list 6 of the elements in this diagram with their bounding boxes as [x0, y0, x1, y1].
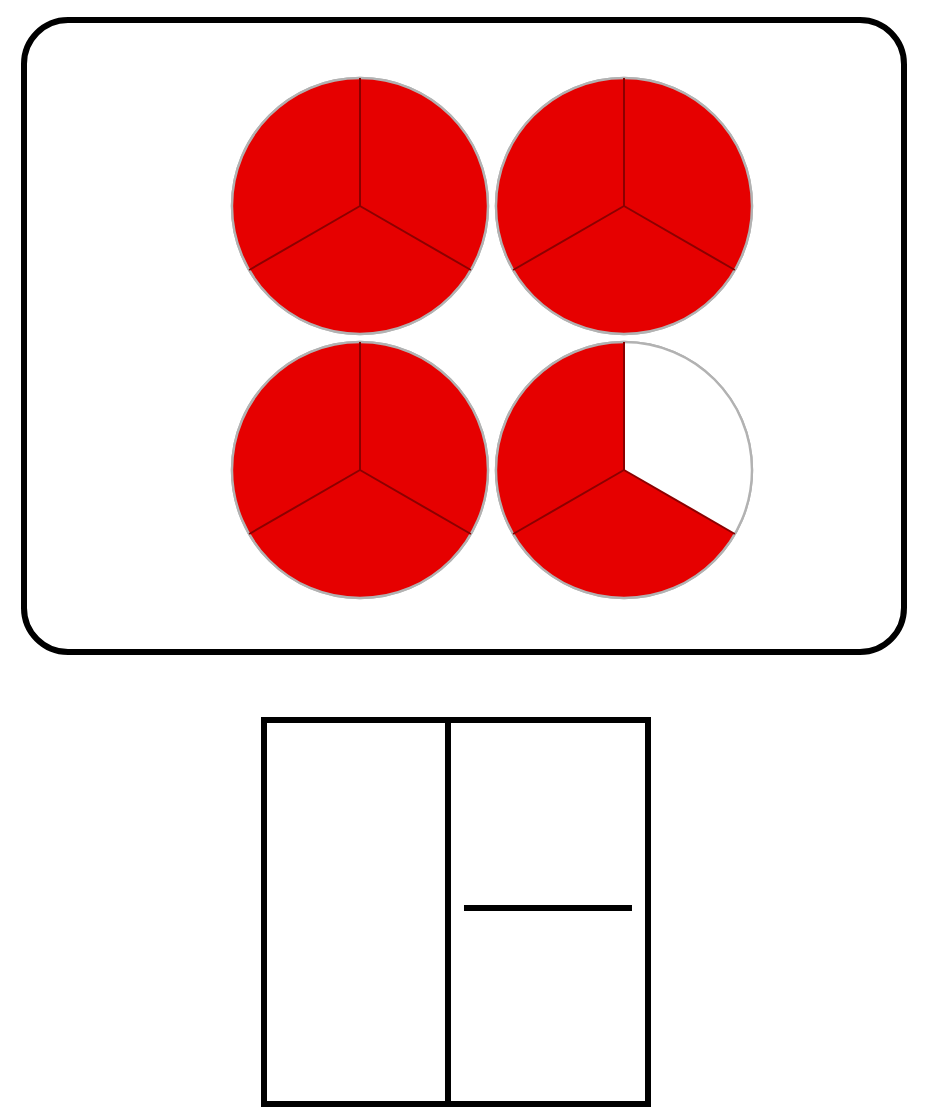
fraction-circle: [230, 340, 490, 600]
fraction-circle: [230, 76, 490, 336]
fraction-circle: [494, 76, 754, 336]
rounded-frame: [21, 17, 907, 655]
mixed-number-answer-box: [261, 717, 651, 1107]
fraction-circle: [494, 340, 754, 600]
